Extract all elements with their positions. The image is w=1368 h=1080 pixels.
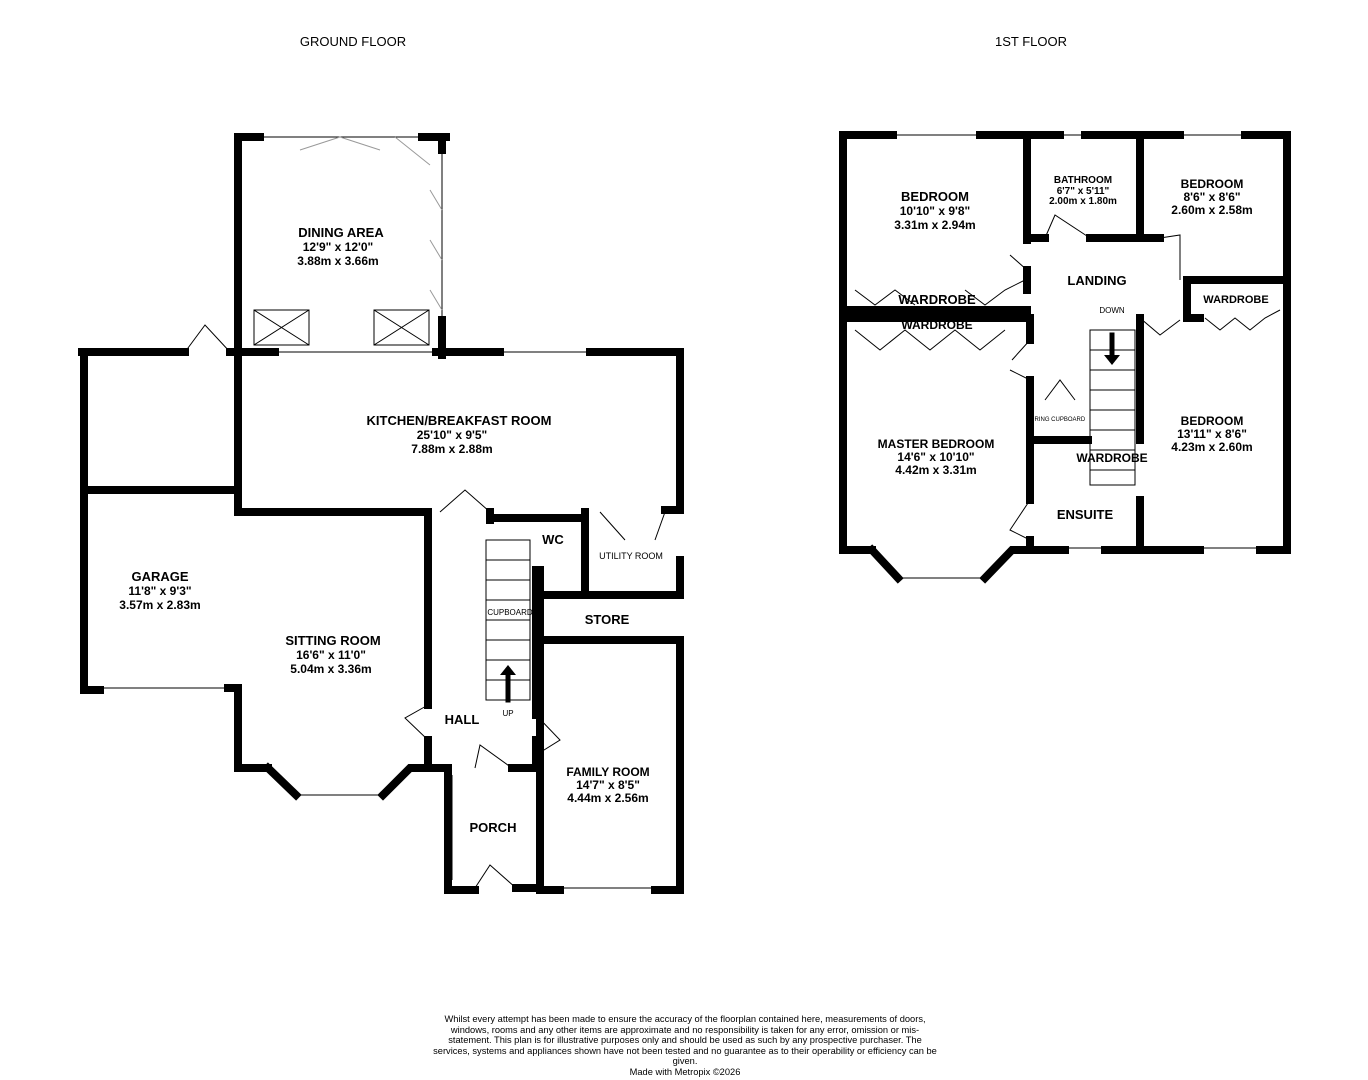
ground-floor-walls — [78, 133, 684, 894]
room-dims-imperial: 14'6" x 10'10" — [897, 450, 974, 464]
room-name: BATHROOM — [1054, 175, 1112, 186]
room-labels: DINING AREA 12'9" x 12'0" 3.88m x 3.66m … — [119, 175, 1268, 835]
room-dims-metric: 3.57m x 2.83m — [119, 598, 200, 612]
stairs-up-label: UP — [502, 709, 513, 718]
room-dims-metric: 5.04m x 3.36m — [290, 662, 371, 676]
room-name: HALL — [445, 712, 480, 727]
room-name: DINING AREA — [298, 225, 384, 240]
room-dims-metric: 3.31m x 2.94m — [894, 218, 975, 232]
room-dims-metric: 7.88m x 2.88m — [411, 442, 492, 456]
room-name: UTILITY ROOM — [599, 551, 663, 561]
room-dims-metric: 4.44m x 2.56m — [567, 791, 648, 805]
room-dims-metric: 2.00m x 1.80m — [1049, 196, 1117, 207]
room-dims-metric: 2.60m x 2.58m — [1171, 203, 1252, 217]
room-name: CUPBOARD — [487, 608, 533, 617]
room-dims-imperial: 10'10" x 9'8" — [900, 204, 970, 218]
room-name: BEDROOM — [1181, 177, 1244, 191]
room-name: WC — [542, 532, 564, 547]
room-dims-metric: 3.88m x 3.66m — [297, 254, 378, 268]
room-name: BEDROOM — [901, 189, 969, 204]
credit: Made with Metropix ©2026 — [629, 1066, 741, 1077]
room-name: ENSUITE — [1057, 507, 1114, 522]
disclaimer: Whilst every attempt has been made to en… — [430, 1014, 940, 1078]
room-name: LANDING — [1067, 273, 1126, 288]
room-name: BEDROOM — [1181, 414, 1244, 428]
room-dims-metric: 4.42m x 3.31m — [895, 463, 976, 477]
room-name: GARAGE — [131, 569, 188, 584]
room-dims-imperial: 6'7" x 5'11" — [1057, 186, 1110, 197]
wardrobe-label: WARDROBE — [898, 292, 976, 307]
room-name: STORE — [585, 612, 630, 627]
room-dims-imperial: 8'6" x 8'6" — [1183, 190, 1240, 204]
first-floor-walls — [839, 131, 1291, 584]
room-name: SITTING ROOM — [285, 633, 380, 648]
room-dims-imperial: 12'9" x 12'0" — [303, 240, 373, 254]
room-name: FAMILY ROOM — [566, 765, 649, 779]
wardrobe-label: WARDROBE — [1203, 294, 1268, 306]
room-name: PORCH — [470, 820, 517, 835]
wardrobe-label: WARDROBE — [1076, 451, 1147, 465]
ground-floor-title: GROUND FLOOR — [300, 34, 406, 49]
room-name: MASTER BEDROOM — [878, 437, 995, 451]
room-dims-imperial: 11'8" x 9'3" — [128, 584, 191, 598]
room-name: AIRING CUPBOARD — [1029, 417, 1086, 423]
room-dims-metric: 4.23m x 2.60m — [1171, 440, 1252, 454]
room-name: KITCHEN/BREAKFAST ROOM — [367, 413, 552, 428]
room-dims-imperial: 16'6" x 11'0" — [296, 648, 366, 662]
room-dims-imperial: 13'11" x 8'6" — [1177, 427, 1247, 441]
stairs-down-label: DOWN — [1099, 306, 1125, 315]
room-dims-imperial: 25'10" x 9'5" — [417, 428, 487, 442]
first-floor-title: 1ST FLOOR — [995, 34, 1067, 49]
room-dims-imperial: 14'7" x 8'5" — [576, 778, 640, 792]
disclaimer-text: Whilst every attempt has been made to en… — [433, 1014, 937, 1067]
wardrobe-label: WARDROBE — [901, 318, 972, 332]
